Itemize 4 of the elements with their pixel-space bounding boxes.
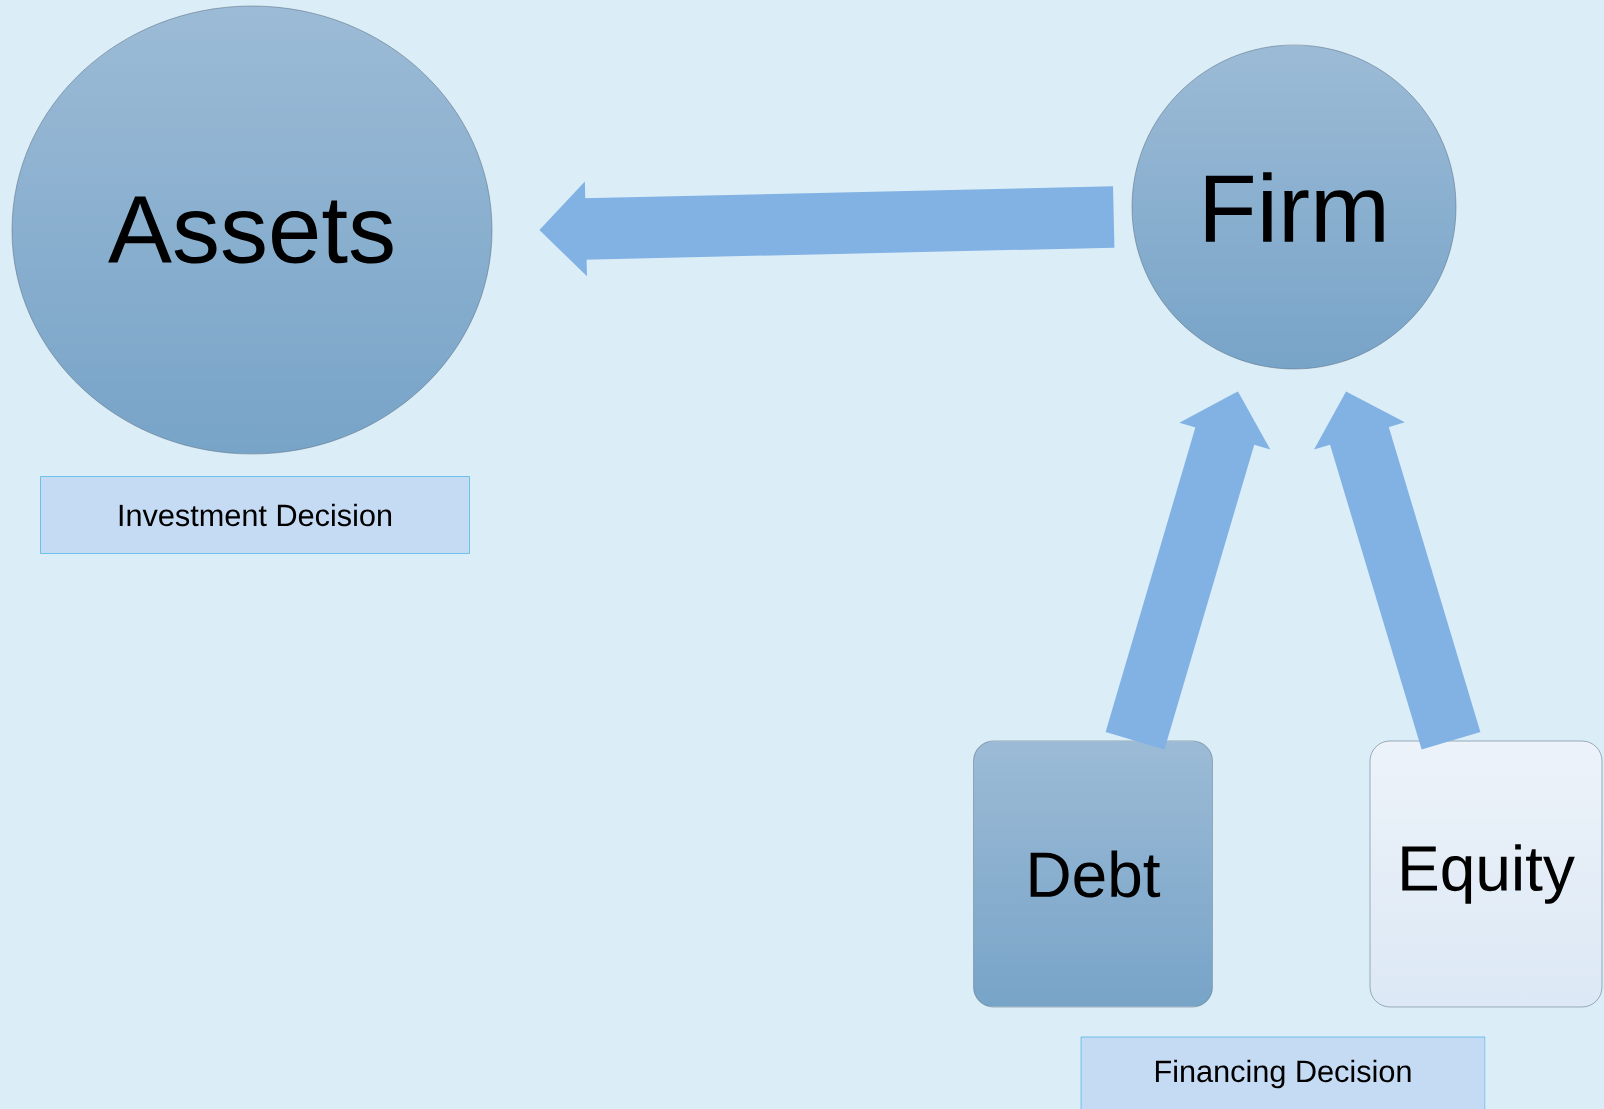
rounded-box: Equity: [1369, 740, 1603, 1008]
label-box: Investment Decision: [40, 476, 470, 554]
label-box: Financing Decision: [1080, 1036, 1486, 1109]
rounded-box: Debt: [973, 740, 1213, 1008]
